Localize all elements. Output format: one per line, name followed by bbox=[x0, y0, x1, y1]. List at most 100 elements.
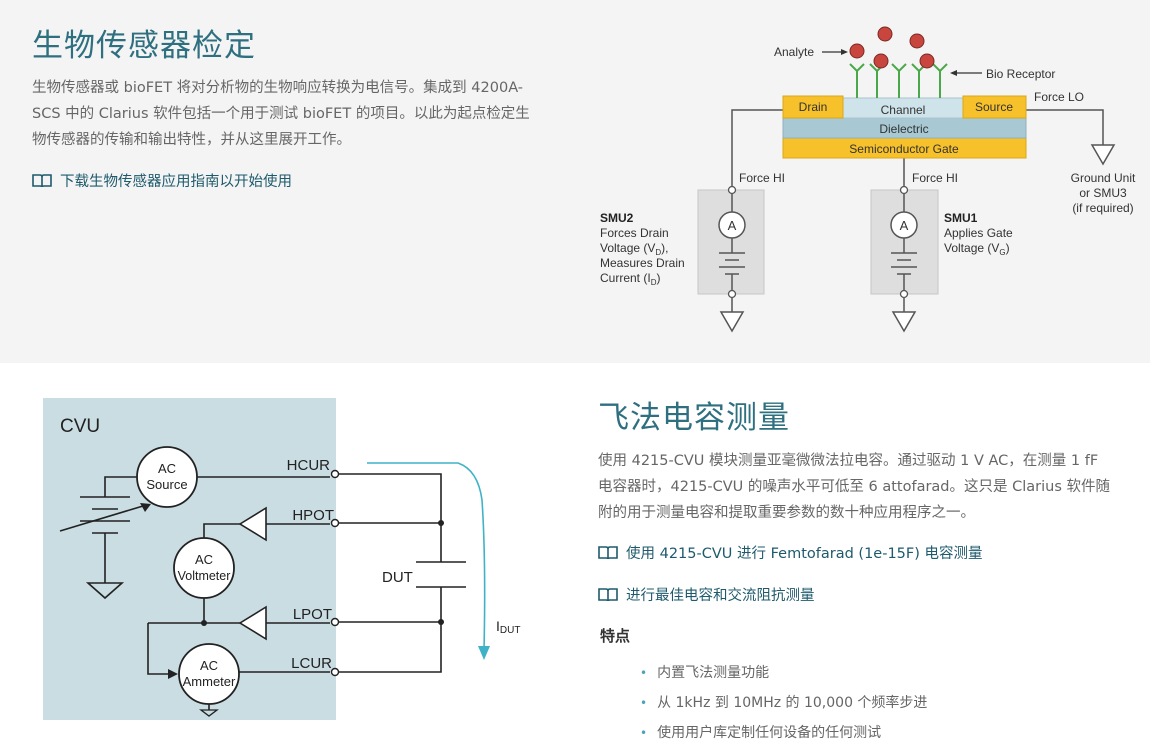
bio-receptors bbox=[849, 63, 948, 98]
ac-source bbox=[136, 446, 198, 508]
cvu-diagram: CVU AC Source AC Voltmeter AC Ammeter HC… bbox=[43, 398, 520, 720]
bio-receptor-icon bbox=[869, 63, 885, 98]
junction-dot bbox=[438, 520, 444, 526]
link-label: 下载生物传感器应用指南以开始使用 bbox=[60, 174, 292, 190]
arrow-head-icon bbox=[950, 70, 957, 76]
feature-text: 从 1kHz 到 10MHz 的 10,000 个频率步进 bbox=[657, 695, 928, 711]
ac-ammeter bbox=[178, 643, 240, 705]
source-wire bbox=[104, 476, 137, 497]
bio-receptor-icon bbox=[891, 63, 907, 98]
drain-label: Drain bbox=[799, 100, 828, 114]
arrow-head-icon bbox=[841, 49, 848, 55]
link-label: 进行最佳电容和交流阻抗测量 bbox=[626, 588, 815, 604]
bullet-icon: • bbox=[640, 696, 648, 710]
bio-receptor-icon bbox=[911, 63, 927, 98]
ground-symbol bbox=[85, 582, 125, 600]
book-icon bbox=[598, 587, 618, 601]
paragraph-line: 使用 4215-CVU 模块测量亚毫微微法拉电容。通过驱动 1 V AC，在测量… bbox=[598, 453, 1099, 469]
features-heading: 特点 bbox=[600, 627, 631, 645]
biofet-diagram: Drain Channel Source Dielectric Semicond… bbox=[600, 26, 1136, 333]
terminal bbox=[727, 289, 737, 299]
smu2-box bbox=[697, 189, 765, 295]
lpot-label: LPOT bbox=[293, 606, 332, 623]
ac-voltmeter bbox=[173, 537, 235, 599]
bio-receptor-icon bbox=[849, 63, 865, 98]
lcur-terminal bbox=[330, 667, 340, 677]
biosensor-app-guide-link[interactable]: 下载生物传感器应用指南以开始使用 bbox=[32, 170, 292, 191]
lpot-terminal bbox=[330, 617, 340, 627]
ac-ammeter-label: AC bbox=[200, 658, 218, 673]
femtofarad-measurement-link[interactable]: 使用 4215-CVU 进行 Femtofarad (1e-15F) 电容测量 bbox=[598, 542, 983, 563]
terminal bbox=[899, 185, 909, 195]
biosensor-description: 生物传感器或 bioFET 将对分析物的生物响应转换为电信号。集成到 4200A… bbox=[32, 75, 572, 153]
feature-item: •内置飞法测量功能 bbox=[640, 658, 927, 688]
smu2-desc: Current (ID) bbox=[600, 271, 660, 287]
ac-voltmeter-label: AC bbox=[195, 552, 213, 567]
analytes bbox=[849, 26, 935, 69]
analyte-molecule bbox=[919, 53, 935, 69]
smu2-name: SMU2 bbox=[600, 211, 634, 225]
idut-label: IDUT bbox=[496, 618, 520, 636]
hcur-label: HCUR bbox=[287, 457, 330, 474]
junction-dot bbox=[438, 619, 444, 625]
paragraph-line: 附的用于测量电容和提取重要参数的数十种应用程序之一。 bbox=[598, 505, 975, 521]
arrow-head-icon bbox=[478, 646, 490, 660]
ground-symbol bbox=[891, 311, 917, 333]
bio-receptor-icon bbox=[932, 63, 948, 98]
link-label: 使用 4215-CVU 进行 Femtofarad (1e-15F) 电容测量 bbox=[626, 546, 983, 562]
force-lo-label: Force LO bbox=[1034, 90, 1084, 104]
arrow-head-icon bbox=[140, 503, 151, 512]
analyte-molecule bbox=[873, 53, 889, 69]
smu2-desc: Voltage (VD), bbox=[600, 241, 669, 257]
paragraph-line: 物传感器的传输和输出特性，并从这里展开工作。 bbox=[32, 132, 351, 148]
ammeter-feed bbox=[147, 623, 172, 675]
force-hi-label: Force HI bbox=[912, 171, 958, 185]
ammeter-label: A bbox=[728, 218, 737, 233]
smu2-desc: Measures Drain bbox=[600, 256, 685, 270]
ac-voltmeter-label: Voltmeter bbox=[178, 569, 231, 583]
lpot-amplifier bbox=[238, 605, 267, 641]
source-label: Source bbox=[975, 100, 1013, 114]
paragraph-line: 电容器时，4215-CVU 的噪声水平可低至 6 attofarad。这只是 C… bbox=[598, 479, 1111, 495]
smu2-unit: A bbox=[697, 185, 765, 333]
capacitance-impedance-link[interactable]: 进行最佳电容和交流阻抗测量 bbox=[598, 584, 815, 605]
bio-receptor-label: Bio Receptor bbox=[986, 67, 1055, 81]
bullet-icon: • bbox=[640, 726, 648, 740]
force-hi-label: Force HI bbox=[739, 171, 785, 185]
features-list: •内置飞法测量功能 • 从 1kHz 到 10MHz 的 10,000 个频率步进… bbox=[640, 658, 927, 748]
biosensor-section bbox=[0, 0, 1150, 363]
ground-symbol-right bbox=[1090, 144, 1116, 166]
feature-item: •使用用户库定制任何设备的任何测试 bbox=[640, 718, 927, 748]
book-icon bbox=[598, 545, 618, 559]
variable-arrow bbox=[59, 505, 144, 532]
book-icon bbox=[32, 173, 52, 187]
lcur-label: LCUR bbox=[291, 655, 332, 672]
terminal bbox=[899, 289, 909, 299]
hpot-amplifier bbox=[238, 506, 267, 542]
gate-label: Semiconductor Gate bbox=[849, 142, 959, 156]
ground-unit-label: (if required) bbox=[1072, 201, 1133, 215]
source-wire bbox=[1025, 109, 1104, 145]
dut-bottom-wire bbox=[338, 587, 442, 673]
biosensor-title: 生物传感器检定 bbox=[32, 28, 256, 64]
paragraph-line: 生物传感器或 bioFET 将对分析物的生物响应转换为电信号。集成到 4200A… bbox=[32, 80, 524, 96]
femtofarad-description: 使用 4215-CVU 模块测量亚毫微微法拉电容。通过驱动 1 V AC，在测量… bbox=[598, 448, 1143, 526]
ac-source-label: Source bbox=[146, 477, 187, 492]
hpot-label: HPOT bbox=[292, 507, 334, 524]
bullet-icon: • bbox=[640, 666, 648, 680]
hcur-terminal bbox=[330, 469, 340, 479]
ac-source-label: AC bbox=[158, 461, 176, 476]
analyte-label: Analyte bbox=[774, 45, 814, 59]
smu1-desc: Voltage (VG) bbox=[944, 241, 1010, 257]
ac-ammeter-label: Ammeter bbox=[183, 674, 236, 689]
smu1-name: SMU1 bbox=[944, 211, 978, 225]
arrow-head-icon bbox=[168, 669, 178, 679]
voltmeter-wire bbox=[203, 523, 240, 538]
feature-item: • 从 1kHz 到 10MHz 的 10,000 个频率步进 bbox=[640, 688, 927, 718]
ammeter-label: A bbox=[900, 218, 909, 233]
ground-symbol bbox=[199, 709, 219, 717]
smu1-unit: A bbox=[870, 185, 939, 333]
drain-wire bbox=[731, 109, 783, 190]
analyte-molecule bbox=[849, 43, 865, 59]
femtofarad-title: 飞法电容测量 bbox=[598, 400, 790, 436]
